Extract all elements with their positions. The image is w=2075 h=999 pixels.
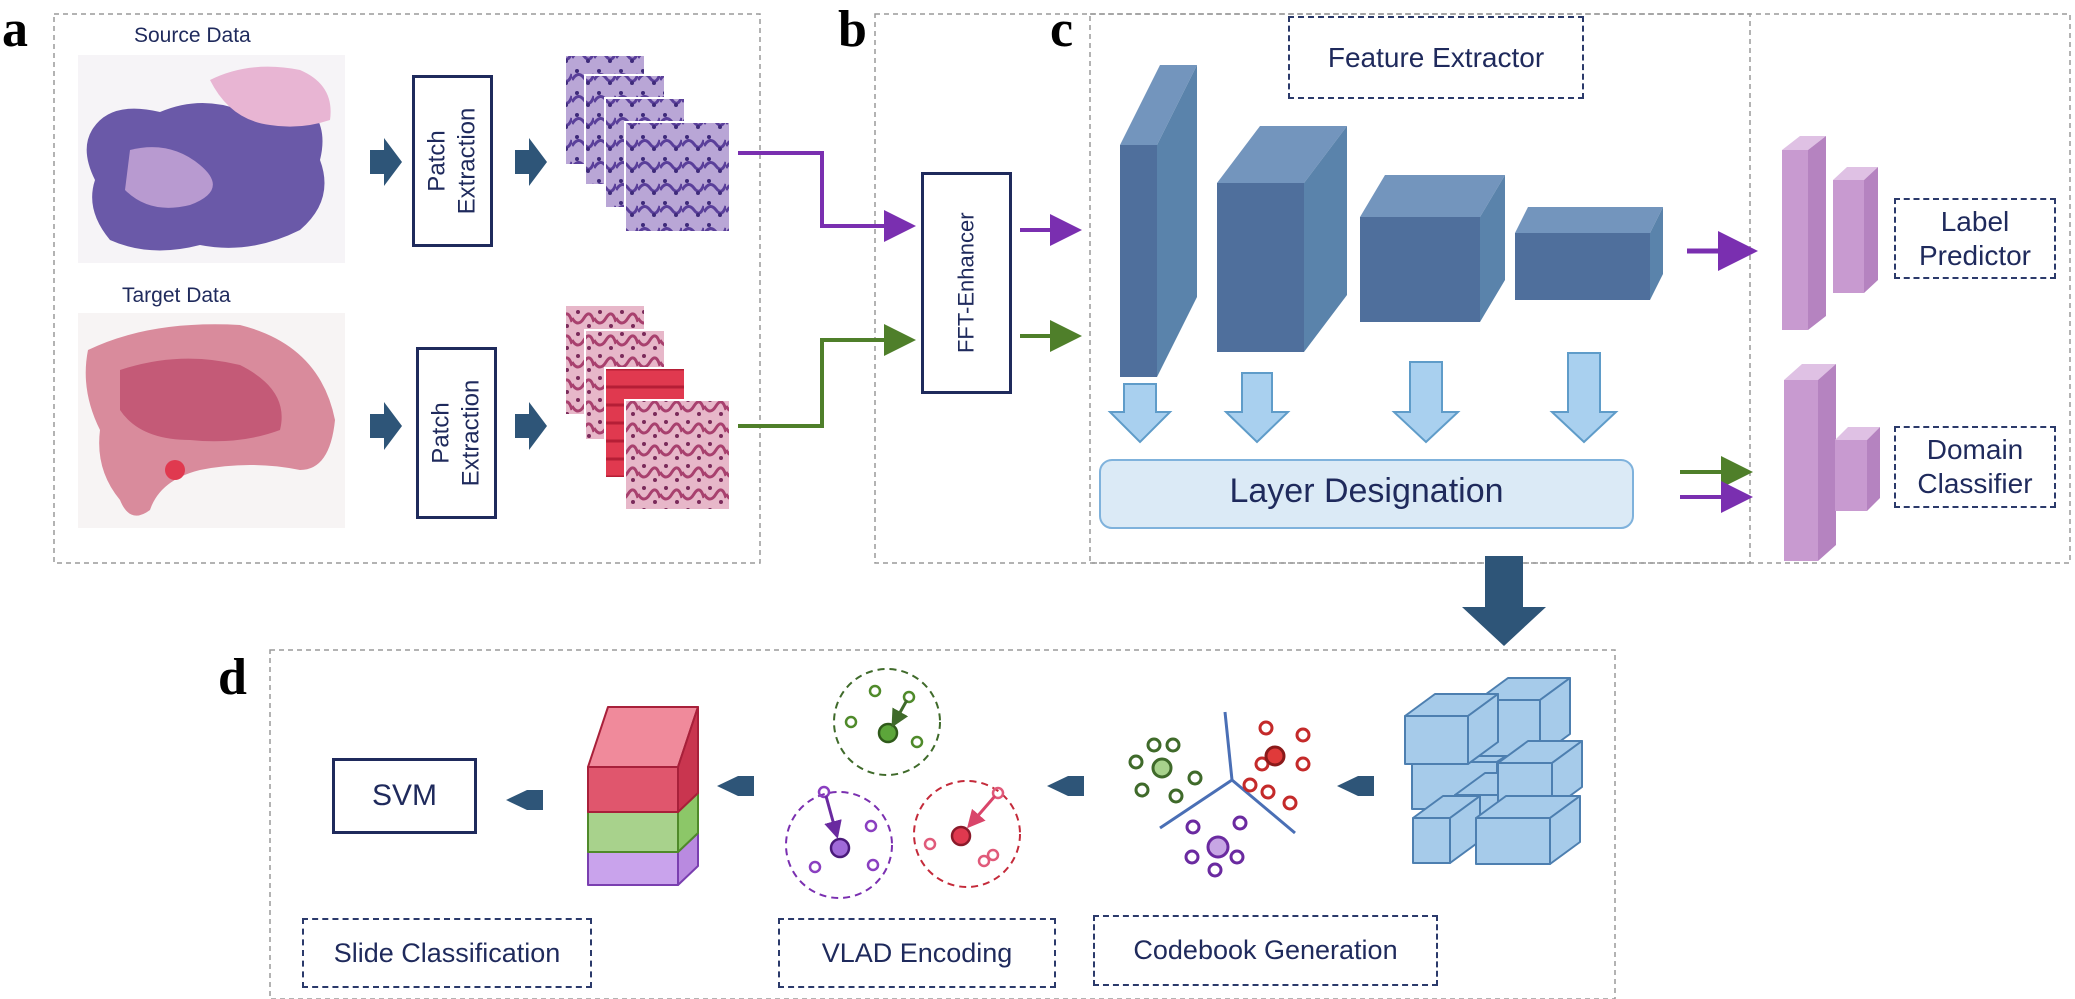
patch-extraction-box-target: Patch Extraction (416, 347, 497, 519)
vlad-encoding-label: VLAD Encoding (778, 918, 1056, 988)
conv-block-2 (1217, 126, 1347, 352)
source-patch-stack (564, 54, 731, 233)
label-predictor-box: Label Predictor (1894, 198, 2056, 279)
domain-classifier-box: Domain Classifier (1894, 426, 2056, 508)
conv-block-3 (1360, 175, 1505, 322)
source-slide-thumbnail (78, 55, 345, 263)
patch-extraction-line2: Extraction (457, 379, 485, 487)
arrow-source-2 (515, 138, 547, 186)
svm-box: SVM (332, 758, 477, 834)
domain-classifier-line1: Domain (1926, 434, 2024, 466)
arrow-target-2 (515, 402, 547, 450)
layer-designation-label: Layer Designation (1229, 472, 1504, 510)
vlad-clusters (785, 668, 1021, 899)
layer-tap-arrows (1107, 352, 1619, 444)
arrow-source-1 (370, 138, 402, 186)
domain-head-large (1784, 364, 1836, 561)
slide-classification-label: Slide Classification (302, 918, 592, 988)
domain-classifier-line2: Classifier (1917, 468, 2033, 499)
patch-extraction-line1: Patch (427, 402, 455, 464)
patch-extraction-line1: Patch (423, 130, 451, 192)
target-data-label: Target Data (122, 284, 231, 307)
panel-letter-c: c (1050, 1, 1074, 58)
panel-d-arrows (506, 776, 1374, 810)
feature-extractor-label: Feature Extractor (1288, 16, 1584, 99)
target-flow-line (738, 324, 916, 428)
label-predictor-line1: Label (1940, 205, 2010, 237)
panel-d-frame (269, 649, 1616, 999)
conv-block-4 (1515, 207, 1663, 300)
fft-enhancer-label: FFT-Enhancer (953, 212, 979, 354)
codebook-generation-label: Codebook Generation (1093, 915, 1438, 986)
panel-letter-b: b (838, 1, 867, 58)
codebook-clusters (1128, 711, 1311, 878)
source-data-label: Source Data (134, 24, 251, 47)
layer-designation-bar (1099, 459, 1634, 529)
fft-enhancer-box: FFT-Enhancer (921, 172, 1012, 394)
panel-a-arrows (370, 138, 547, 450)
label-head-small (1833, 167, 1878, 293)
arrow-c-to-d (1462, 556, 1546, 646)
target-patch-stack (564, 304, 731, 511)
panel-letter-d: d (218, 649, 247, 706)
target-slide-thumbnail (78, 313, 345, 528)
vlad-vector-stack (587, 706, 699, 886)
panel-a-frame (53, 13, 761, 564)
label-head-large (1782, 136, 1826, 330)
source-flow-line (738, 151, 916, 242)
patch-extraction-box-source: Patch Extraction (412, 75, 493, 247)
feature-cuboid-pile (1404, 677, 1583, 865)
patch-extraction-line2: Extraction (453, 107, 481, 215)
label-predictor-line2: Predictor (1918, 239, 2032, 271)
domain-head-small (1835, 427, 1880, 511)
arrow-target-1 (370, 402, 402, 450)
conv-block-1 (1120, 65, 1197, 377)
panel-c-frame (1089, 13, 2071, 564)
panel-letter-a: a (2, 1, 28, 58)
